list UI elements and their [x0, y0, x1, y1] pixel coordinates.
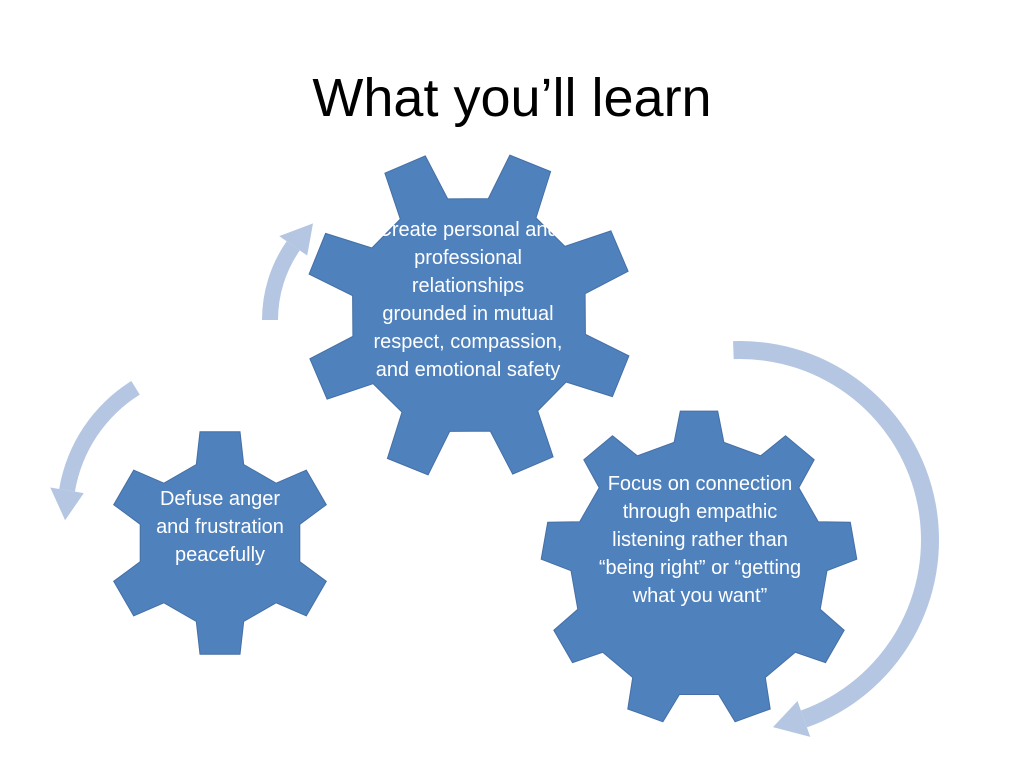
arrow-left	[50, 381, 140, 521]
gear-left	[113, 431, 327, 655]
arrow-top-left	[262, 223, 314, 320]
gear-text-right: Focus on connection through empathic lis…	[598, 473, 802, 607]
arrow-left-head	[50, 487, 84, 521]
arrow-left-body	[59, 381, 140, 492]
gear-text-left: Defuse anger and frustration peacefully	[156, 488, 284, 566]
arrow-right-head	[772, 701, 811, 737]
arrow-top-left-body	[262, 241, 300, 320]
gear-top	[308, 154, 630, 476]
arrow-right	[733, 341, 940, 737]
arrow-top-left-head	[279, 223, 314, 256]
gear-text-top: Create personal and professional relatio…	[373, 219, 563, 381]
gear-right	[540, 410, 858, 723]
slide-title: What you’ll learn	[312, 68, 712, 128]
